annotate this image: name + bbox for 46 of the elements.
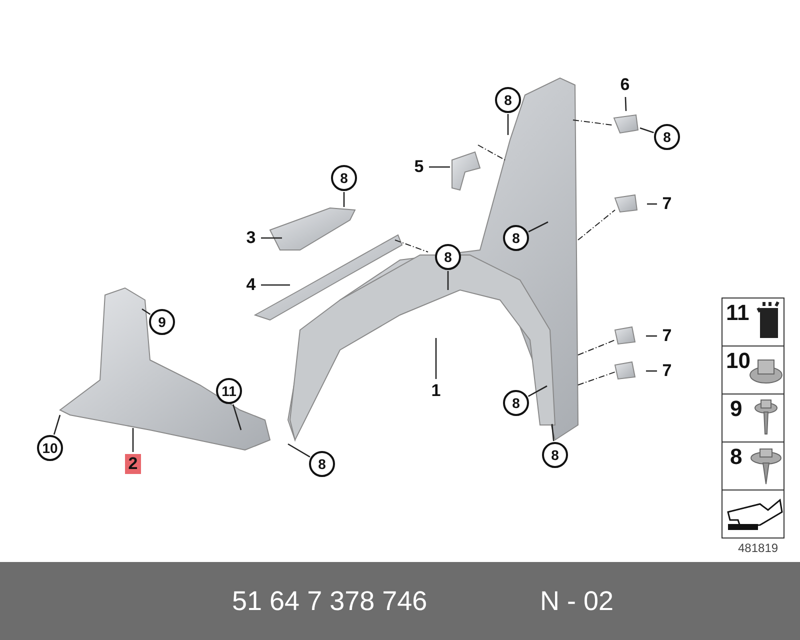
leader-line: [53, 414, 61, 435]
leader-line: [435, 338, 437, 379]
leader-line: [640, 127, 654, 134]
callout-number: 8: [503, 390, 529, 416]
callout-number: 8: [309, 451, 335, 477]
leader-line: [528, 385, 548, 397]
callout-number: 3: [243, 228, 259, 248]
leader-line: [288, 443, 310, 458]
part-number: 11: [726, 300, 750, 326]
leader-line: [261, 284, 290, 286]
leader-line: [261, 237, 282, 239]
part-code: 51 64 7 378 746: [232, 586, 428, 617]
callout-number: 1: [428, 381, 444, 401]
leader-line: [429, 166, 450, 168]
leader-line: [624, 96, 627, 112]
callout-number: 9: [149, 309, 175, 335]
callout-number: 6: [617, 75, 633, 95]
callout-number: 7: [659, 194, 675, 214]
part-number: 8: [730, 444, 742, 470]
leader-line: [343, 192, 345, 207]
callout-number: 4: [243, 275, 259, 295]
image-number: 481819: [738, 541, 778, 555]
callout-number: 2: [125, 454, 141, 474]
callout-number: 8: [331, 165, 357, 191]
callout-number: 8: [654, 124, 680, 150]
revision-code: N - 02: [540, 586, 614, 617]
callout-number: 7: [659, 326, 675, 346]
callout-number: 8: [495, 87, 521, 113]
callout-number: 7: [659, 361, 675, 381]
callout-number: 8: [542, 442, 568, 468]
callout-number: 8: [435, 244, 461, 270]
leader-line: [507, 114, 509, 135]
leader-line: [646, 370, 657, 372]
leader-line: [232, 404, 242, 430]
callout-number: 11: [216, 378, 242, 404]
callout-number: 5: [411, 157, 427, 177]
leader-line: [142, 308, 151, 315]
leader-line: [551, 424, 554, 442]
callout-number: 10: [37, 435, 63, 461]
part-number: 10: [726, 348, 750, 374]
leader-line: [132, 428, 134, 452]
part-number: 9: [730, 396, 742, 422]
leader-line: [646, 335, 657, 337]
leader-line: [528, 221, 548, 232]
leader-line: [647, 203, 657, 205]
leader-line: [447, 271, 449, 290]
